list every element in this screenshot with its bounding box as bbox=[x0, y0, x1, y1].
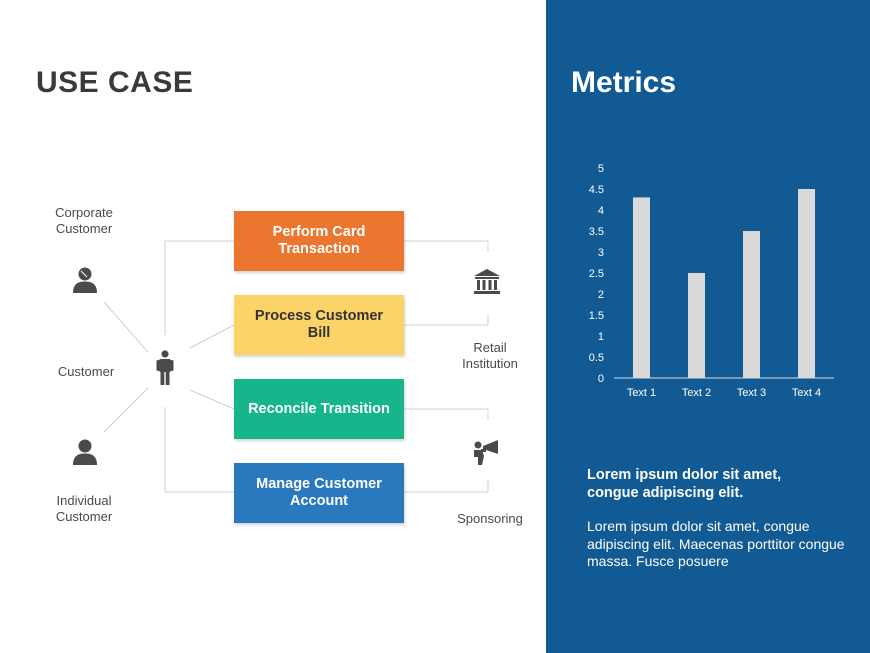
x-tick-label: Text 4 bbox=[792, 387, 821, 399]
use-case-process-customer-bill: Process Customer Bill bbox=[234, 295, 404, 355]
use-case-reconcile-transition: Reconcile Transition bbox=[234, 379, 404, 439]
metrics-body-text: Lorem ipsum dolor sit amet, congue adipi… bbox=[587, 518, 845, 569]
metrics-title: Metrics bbox=[571, 66, 677, 99]
bank-icon bbox=[474, 269, 500, 294]
y-tick-label: 2.5 bbox=[589, 268, 604, 280]
connector-lines bbox=[103, 240, 489, 493]
y-tick-label: 4.5 bbox=[589, 184, 604, 196]
actor-label-retail: Retail Institution bbox=[462, 340, 518, 371]
use-case-title: USE CASE bbox=[36, 66, 194, 99]
use-case-perform-card-transaction: Perform Card Transaction bbox=[234, 211, 404, 271]
bar bbox=[743, 231, 760, 378]
x-tick-label: Text 2 bbox=[682, 387, 711, 399]
bar bbox=[798, 189, 815, 378]
y-tick-label: 0.5 bbox=[589, 352, 604, 364]
x-tick-label: Text 3 bbox=[737, 387, 766, 399]
individual-user-icon bbox=[73, 439, 97, 465]
corporate-user-icon bbox=[73, 267, 97, 293]
y-tick-label: 4 bbox=[598, 205, 604, 217]
x-tick-label: Text 1 bbox=[627, 387, 656, 399]
actor-label-corporate: Corporate Customer bbox=[55, 205, 113, 236]
metrics-panel bbox=[546, 0, 870, 653]
y-tick-label: 0 bbox=[598, 373, 604, 385]
y-tick-label: 3 bbox=[598, 247, 604, 259]
y-tick-label: 1.5 bbox=[589, 310, 604, 322]
y-tick-label: 5 bbox=[598, 163, 604, 175]
use-case-manage-customer-account: Manage Customer Account bbox=[234, 463, 404, 523]
megaphone-icon bbox=[474, 440, 498, 465]
bar bbox=[633, 197, 650, 378]
metrics-highlight-text: Lorem ipsum dolor sit amet, congue adipi… bbox=[587, 467, 782, 501]
actor-label-individual: Individual Customer bbox=[55, 493, 113, 524]
y-tick-label: 3.5 bbox=[589, 226, 604, 238]
bar bbox=[688, 273, 705, 378]
customer-person-icon bbox=[156, 350, 174, 385]
actor-label-customer: Customer bbox=[57, 364, 115, 379]
y-tick-label: 1 bbox=[598, 331, 604, 343]
y-tick-label: 2 bbox=[598, 289, 604, 301]
actor-label-sponsoring: Sponsoring bbox=[457, 511, 523, 526]
